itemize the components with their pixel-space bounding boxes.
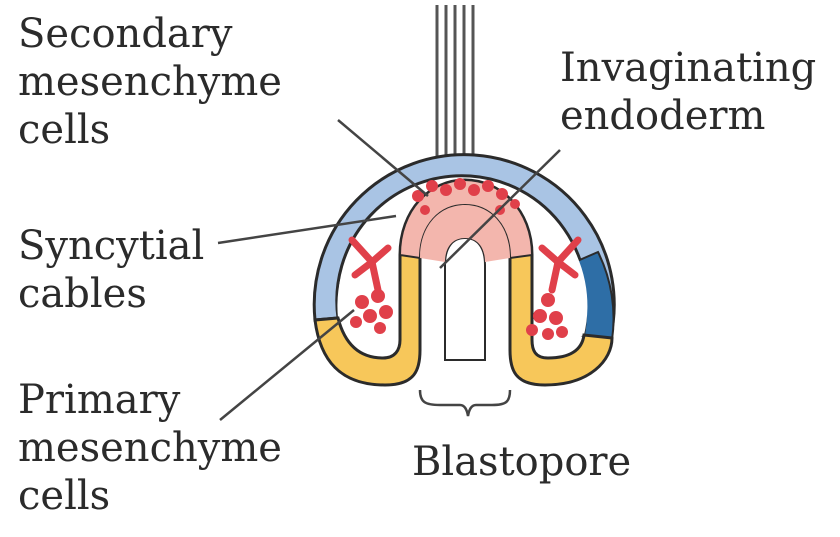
label-syncytial-cables: Syncytial cables (18, 222, 204, 318)
label-blastopore: Blastopore (412, 438, 631, 486)
blastopore-brace (420, 390, 510, 416)
label-line: mesenchyme (18, 424, 282, 472)
label-line: Secondary (18, 10, 282, 58)
label-line: Syncytial (18, 222, 204, 270)
label-line: cells (18, 472, 282, 520)
label-line: Invaginating (560, 44, 816, 92)
label-primary-mesenchyme-cells: Primary mesenchyme cells (18, 376, 282, 520)
label-line: mesenchyme (18, 58, 282, 106)
label-line: cells (18, 106, 282, 154)
apical-tuft (437, 5, 473, 175)
label-secondary-mesenchyme-cells: Secondary mesenchyme cells (18, 10, 282, 154)
label-invaginating-endoderm: Invaginating endoderm (560, 44, 816, 140)
label-line: endoderm (560, 92, 816, 140)
label-line: cables (18, 270, 204, 318)
label-line: Primary (18, 376, 282, 424)
label-line: Blastopore (412, 438, 631, 486)
